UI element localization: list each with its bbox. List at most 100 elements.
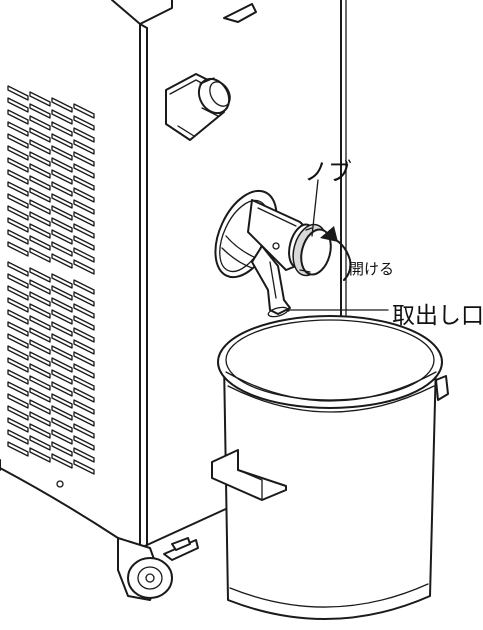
- vent-slot: [73, 163, 95, 179]
- vent-slot: [51, 321, 73, 337]
- vent-slot: [29, 127, 51, 143]
- vent-slot: [51, 369, 73, 385]
- vent-slot: [7, 369, 29, 385]
- vent-slot: [73, 447, 95, 463]
- vent-slot: [29, 279, 51, 295]
- vent-slot: [51, 405, 73, 421]
- vent-slot: [73, 223, 95, 239]
- vent-slot: [51, 241, 73, 257]
- vent-slot: [7, 429, 29, 445]
- vent-slot: [29, 351, 51, 367]
- vent-slot: [29, 363, 51, 379]
- vent-slot: [73, 139, 95, 155]
- open-direction-label: 開ける: [349, 260, 395, 278]
- vent-grille-lower: [7, 261, 95, 475]
- vent-slot: [73, 103, 95, 119]
- vent-slot: [29, 303, 51, 319]
- vent-slot: [51, 253, 73, 269]
- vent-slot: [7, 441, 29, 457]
- vent-slot: [7, 157, 29, 173]
- vent-slot: [73, 435, 95, 451]
- vent-slot: [51, 193, 73, 209]
- vent-slot: [51, 285, 73, 301]
- vent-slot: [73, 315, 95, 331]
- vent-slot: [73, 187, 95, 203]
- vent-slot: [7, 229, 29, 245]
- vent-slot: [73, 375, 95, 391]
- vent-slot: [51, 133, 73, 149]
- vent-slot: [51, 381, 73, 397]
- vent-slot: [51, 145, 73, 161]
- vent-slot: [73, 259, 95, 275]
- vent-slot: [51, 169, 73, 185]
- vent-slot: [7, 217, 29, 233]
- vent-slot: [29, 175, 51, 191]
- vent-slot: [73, 291, 95, 307]
- vent-slot: [29, 327, 51, 343]
- vent-slot: [29, 399, 51, 415]
- vent-slot: [29, 411, 51, 427]
- vent-slot: [7, 405, 29, 421]
- vent-slot: [29, 387, 51, 403]
- vent-slot: [51, 429, 73, 445]
- vent-slot: [51, 453, 73, 469]
- vent-slot: [29, 139, 51, 155]
- vent-slot: [29, 199, 51, 215]
- vent-slot: [73, 339, 95, 355]
- vent-slot: [7, 273, 29, 289]
- vent-slot: [51, 393, 73, 409]
- vent-slot: [73, 303, 95, 319]
- vent-slot: [29, 267, 51, 283]
- vent-slot: [7, 261, 29, 277]
- vent-slot: [29, 339, 51, 355]
- vent-slot: [29, 211, 51, 227]
- vent-slot: [73, 279, 95, 295]
- vent-slot: [51, 109, 73, 125]
- vent-slot: [51, 157, 73, 173]
- vent-slot: [73, 351, 95, 367]
- vent-slot: [73, 327, 95, 343]
- vent-slot: [29, 115, 51, 131]
- cabinet-screw: [56, 480, 64, 488]
- vent-slot: [7, 345, 29, 361]
- vent-slot: [7, 145, 29, 161]
- vent-slot: [7, 333, 29, 349]
- vent-slot: [7, 321, 29, 337]
- vent-slot: [7, 393, 29, 409]
- vent-slot: [51, 181, 73, 197]
- vent-slot: [29, 91, 51, 107]
- vent-slot: [73, 363, 95, 379]
- vent-slot: [29, 235, 51, 251]
- vent-slot: [29, 247, 51, 263]
- vent-slot: [7, 85, 29, 101]
- vent-slot: [29, 163, 51, 179]
- vent-slot: [7, 169, 29, 185]
- open-direction-arrow: [320, 226, 352, 281]
- vent-slot: [73, 211, 95, 227]
- vent-slot: [29, 315, 51, 331]
- vent-slot: [51, 333, 73, 349]
- vent-slot: [7, 309, 29, 325]
- vent-slot: [73, 247, 95, 263]
- vent-slot: [7, 121, 29, 137]
- vent-slot: [7, 193, 29, 209]
- vent-slot: [7, 109, 29, 125]
- knob: [288, 223, 332, 277]
- vent-slot: [51, 121, 73, 137]
- vent-slot: [51, 345, 73, 361]
- vent-slot: [73, 235, 95, 251]
- vent-slot: [29, 447, 51, 463]
- vent-slot: [29, 435, 51, 451]
- vent-slot: [73, 151, 95, 167]
- collection-pot: [211, 315, 449, 621]
- caster-wheel: [117, 537, 199, 601]
- vent-slot: [51, 205, 73, 221]
- vent-slot: [29, 151, 51, 167]
- knob-leader-line: [311, 179, 319, 237]
- vent-slot: [51, 217, 73, 233]
- vent-slot: [7, 97, 29, 113]
- side-fitting: [165, 73, 231, 141]
- vent-slot: [29, 423, 51, 439]
- vent-slot: [29, 375, 51, 391]
